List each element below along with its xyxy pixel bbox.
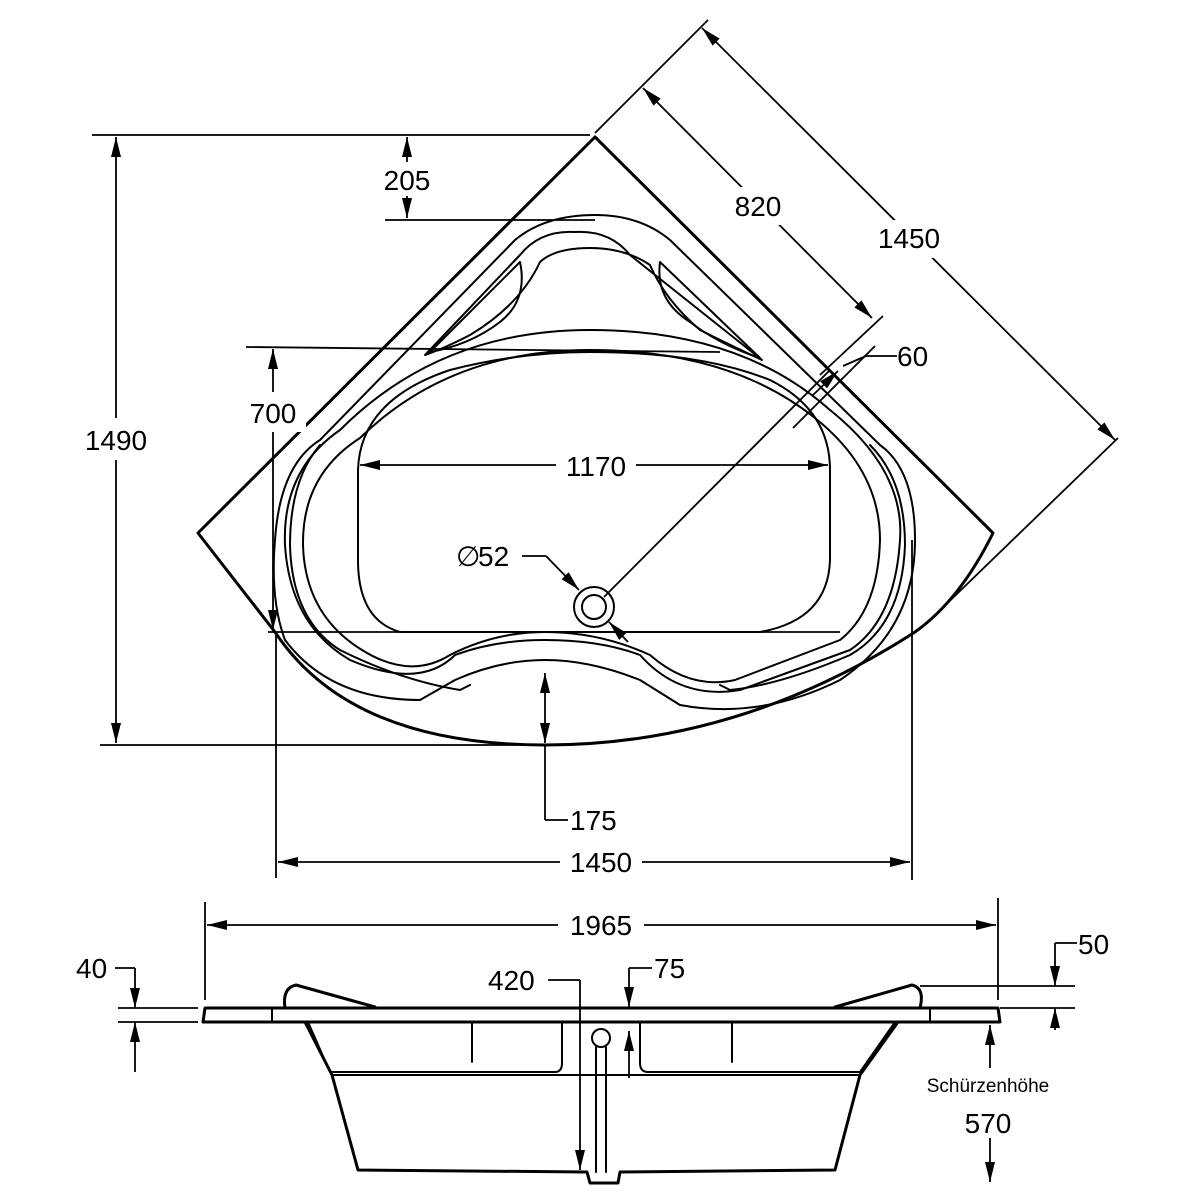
label-570: 570 (965, 1108, 1012, 1139)
side-seat-right (639, 1021, 896, 1073)
label-drain-symbol: ∅ (456, 541, 480, 572)
label-1490: 1490 (85, 425, 147, 456)
side-rim-slab (201, 1006, 1002, 1024)
label-75: 75 (654, 953, 685, 984)
drain-inner-ring (581, 594, 607, 620)
side-drain (591, 1028, 611, 1048)
label-40: 40 (76, 953, 107, 984)
label-apron-height: Schürzenhöhe (927, 1076, 1050, 1097)
backrest-right-groove (658, 261, 761, 359)
label-700: 700 (250, 398, 297, 429)
label-1450-width: 1450 (570, 847, 632, 878)
basin-outer-ring (283, 329, 902, 693)
side-headrest-left (283, 983, 377, 1010)
label-420: 420 (488, 965, 535, 996)
drain-diagonal-guide (603, 369, 831, 598)
drain-outer-ring (573, 586, 615, 628)
label-205: 205 (384, 165, 431, 196)
basin-floor (357, 351, 831, 633)
side-view: 1965 40 420 75 (76, 898, 1109, 1185)
label-175: 175 (570, 805, 617, 836)
right-armrest-recess (719, 444, 906, 691)
label-60: 60 (897, 341, 928, 372)
side-tub-body (303, 1020, 900, 1185)
label-820: 820 (735, 191, 782, 222)
left-armrest-recess (289, 444, 471, 691)
side-headrest-right (833, 983, 923, 1010)
label-1450-diagonal: 1450 (878, 223, 940, 254)
plan-view: 1490 205 700 1170 ∅ 52 60 (70, 19, 1119, 881)
label-1965: 1965 (570, 910, 632, 941)
tub-rim-line (272, 214, 916, 711)
label-drain-diameter: 52 (478, 541, 509, 572)
backrest-left-groove (429, 261, 523, 353)
label-1170: 1170 (566, 451, 626, 482)
dim-line-drain (545, 555, 580, 591)
side-seat-left (307, 1021, 563, 1073)
label-50: 50 (1078, 929, 1109, 960)
